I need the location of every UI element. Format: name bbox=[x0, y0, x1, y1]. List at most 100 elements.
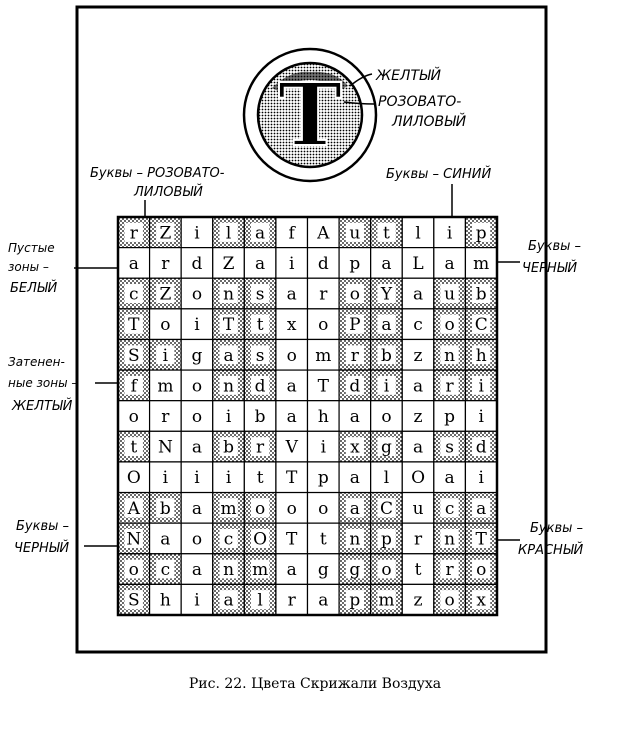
grid-letter: z bbox=[414, 346, 423, 366]
grid-cell-empty bbox=[306, 369, 340, 402]
grid-cell-empty bbox=[464, 400, 498, 432]
grid-letter-backdrop bbox=[219, 528, 238, 548]
grid-letter-backdrop bbox=[408, 498, 428, 518]
grid-letter-backdrop bbox=[377, 498, 396, 518]
grid-letter: i bbox=[226, 468, 232, 488]
grid-letter: l bbox=[226, 223, 231, 243]
grid-letter: o bbox=[381, 560, 391, 580]
grid-letter-backdrop bbox=[408, 284, 428, 304]
grid-letter: a bbox=[223, 346, 233, 366]
grid-letter-backdrop bbox=[377, 406, 396, 426]
grid-letter: o bbox=[129, 560, 139, 580]
grid-letter: l bbox=[257, 591, 262, 611]
grid-letter: a bbox=[192, 560, 202, 580]
grid-letter-backdrop bbox=[345, 559, 365, 579]
grid-letter: o bbox=[381, 407, 391, 427]
grid-letter-backdrop bbox=[219, 467, 238, 487]
grid-letter-backdrop bbox=[156, 590, 175, 610]
grid-letter: Y bbox=[380, 285, 393, 305]
grid-letter-backdrop bbox=[314, 590, 333, 610]
grid-letter: p bbox=[318, 468, 329, 488]
grid-letter-backdrop bbox=[282, 590, 301, 610]
grid-letter: m bbox=[220, 499, 236, 519]
grid-letter-backdrop bbox=[124, 314, 143, 334]
grid-letter-backdrop bbox=[250, 498, 270, 518]
grid-letter-backdrop bbox=[219, 314, 238, 334]
grid-letter-backdrop bbox=[472, 467, 491, 487]
grid-letter: b bbox=[160, 499, 171, 519]
grid-letter: i bbox=[447, 223, 453, 243]
grid-letter-backdrop bbox=[472, 406, 491, 426]
grid-letter-backdrop bbox=[250, 437, 270, 457]
grid-letter: n bbox=[223, 376, 234, 396]
grid-letter-backdrop bbox=[408, 406, 428, 426]
grid-letter: z bbox=[414, 407, 423, 427]
grid-letter-backdrop bbox=[156, 222, 175, 242]
grid-letter: s bbox=[256, 285, 265, 305]
grid-letter: o bbox=[445, 591, 455, 611]
grid-letter: S bbox=[128, 346, 140, 366]
grid-letter: a bbox=[160, 529, 170, 549]
label-black-right-1: Буквы – bbox=[528, 239, 581, 254]
grid-letter-backdrop bbox=[124, 375, 143, 395]
grid-letter-backdrop bbox=[156, 375, 175, 395]
grid-letter-backdrop bbox=[440, 437, 459, 457]
grid-letter: o bbox=[287, 346, 297, 366]
grid-letter: p bbox=[349, 254, 360, 274]
grid-letter: d bbox=[349, 376, 360, 396]
grid-letter: i bbox=[194, 591, 200, 611]
grid-letter-backdrop bbox=[282, 498, 301, 518]
grid-letter: r bbox=[414, 529, 423, 549]
grid-letter-backdrop bbox=[345, 314, 365, 334]
grid-letter: a bbox=[192, 499, 202, 519]
grid-letter: i bbox=[478, 468, 484, 488]
grid-letter-backdrop bbox=[282, 559, 301, 579]
grid-letter-backdrop bbox=[156, 314, 175, 334]
grid-letter: L bbox=[412, 254, 423, 274]
outer-frame bbox=[75, 5, 548, 654]
grid-letter-backdrop bbox=[440, 467, 459, 487]
grid-border bbox=[116, 215, 499, 617]
grid-letter-backdrop bbox=[124, 528, 143, 548]
grid-letter: a bbox=[413, 376, 423, 396]
grid-letter: o bbox=[255, 499, 265, 519]
grid-letter-backdrop bbox=[377, 375, 396, 395]
grid-letter-backdrop bbox=[345, 345, 365, 365]
grid-letter: n bbox=[349, 529, 360, 549]
grid-letter-backdrop bbox=[219, 559, 238, 579]
grid-letter: i bbox=[384, 376, 390, 396]
grid-letter: p bbox=[381, 529, 392, 549]
grid-letter: a bbox=[350, 468, 360, 488]
grid-letter-backdrop bbox=[282, 467, 301, 487]
grid-letter-backdrop bbox=[282, 284, 301, 304]
grid-letter-backdrop bbox=[187, 375, 207, 395]
grid-letter: N bbox=[158, 438, 173, 458]
label-black-left-1: Буквы – bbox=[16, 519, 69, 534]
grid-letter: r bbox=[288, 591, 297, 611]
grid-letter: s bbox=[445, 438, 454, 458]
grid-letter-backdrop bbox=[187, 222, 207, 242]
grid-letter-backdrop bbox=[345, 284, 365, 304]
grid-letter-backdrop bbox=[282, 375, 301, 395]
grid-letter: a bbox=[287, 407, 297, 427]
label-black-right-2: ЧЕРНЫЙ bbox=[522, 260, 577, 276]
grid-letter-backdrop bbox=[472, 284, 491, 304]
grid-letter-backdrop bbox=[156, 284, 175, 304]
grid-letter: m bbox=[473, 254, 489, 274]
grid-letter-backdrop bbox=[124, 467, 143, 487]
grid-letter-backdrop bbox=[156, 437, 175, 457]
seal-letter: T bbox=[278, 65, 342, 166]
grid-letter-backdrop bbox=[440, 406, 459, 426]
grid-letter: u bbox=[349, 223, 360, 243]
grid-letter: i bbox=[194, 315, 200, 335]
grid-letter: i bbox=[194, 223, 200, 243]
grid-letter: b bbox=[223, 438, 234, 458]
grid-letter: t bbox=[415, 560, 422, 580]
grid-letter: r bbox=[161, 254, 170, 274]
grid-letter: Z bbox=[223, 254, 235, 274]
grid-letter-backdrop bbox=[408, 528, 428, 548]
grid-letter-backdrop bbox=[314, 498, 333, 518]
grid-letter-backdrop bbox=[377, 222, 396, 242]
grid-letter-backdrop bbox=[250, 559, 270, 579]
